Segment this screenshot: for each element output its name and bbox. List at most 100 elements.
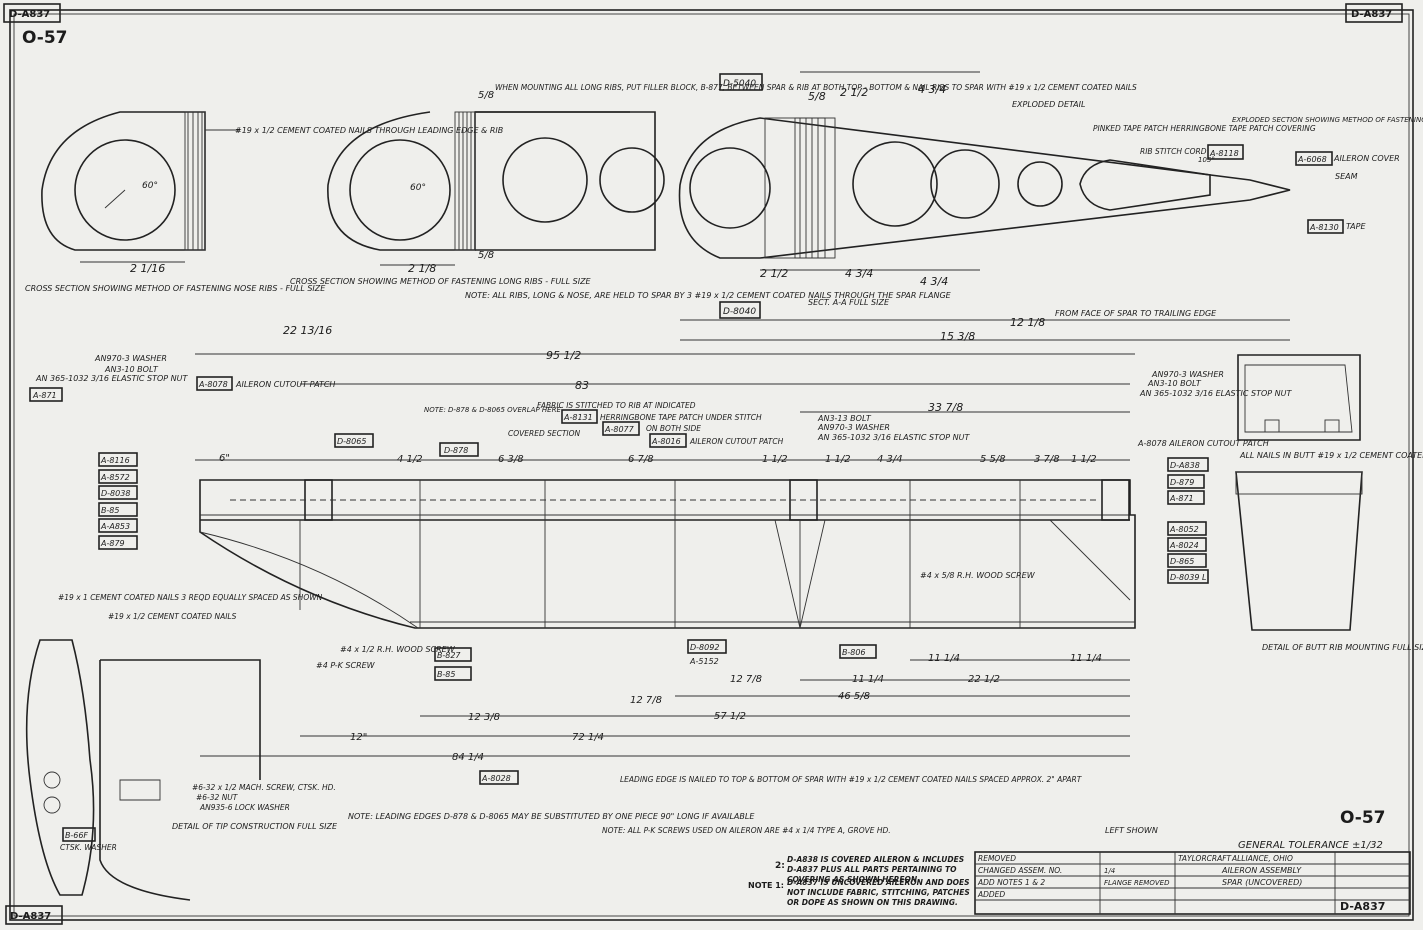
part-tag-a8118: A-8118 <box>1209 149 1239 158</box>
callout-an3-r: AN3-10 BOLT <box>1147 379 1202 388</box>
dim-label: 11 1/4 <box>1070 653 1102 664</box>
rev-1: REMOVED <box>978 854 1016 863</box>
pinked-tape-label: PINKED TAPE PATCH HERRINGBONE TAPE PATCH… <box>1093 124 1316 133</box>
part-tag-a871: A-871 <box>32 391 57 400</box>
part-tag-b806: B-806 <box>842 648 866 657</box>
part-tag-b85-b: B-85 <box>437 670 455 679</box>
dim-label: 2 1/16 <box>130 262 165 275</box>
section-aa: D-5040 D-8040 5/8 2 1/2 4 3/4 2 1/2 4 3/… <box>678 71 1423 343</box>
dim-label: 1 1/2 <box>1071 454 1097 465</box>
dim-label: 4 3/4 <box>920 275 948 288</box>
dim-label: 84 1/4 <box>452 752 484 763</box>
pk-screw-note: #4 P-K SCREW <box>316 661 376 670</box>
dim-label: 2 1/8 <box>408 262 436 275</box>
corner-stamp-topleft <box>3 3 61 23</box>
part-tag-d8065: D-8065 <box>337 437 366 446</box>
leading-edge-note: NOTE: LEADING EDGES D-878 & D-8065 MAY B… <box>348 812 755 821</box>
callout-an365-b: AN 365-1032 3/16 ELASTIC STOP NUT <box>817 433 970 442</box>
dim-label: 11 1/4 <box>852 674 884 685</box>
overlap-note: NOTE: D-878 & D-8065 OVERLAP HERE <box>424 406 561 414</box>
part-tag-d-a838: D-A838 <box>1170 461 1200 470</box>
drawing-number-topright: D-A837 <box>1351 9 1392 20</box>
part-tag-a8078: A-8078 <box>198 380 228 389</box>
dim-label: 12 7/8 <box>730 674 762 685</box>
note2-text: D-A838 IS COVERED AILERON & INCLUDES D-A… <box>787 855 965 884</box>
title-line-2: SPAR (UNCOVERED) <box>1222 878 1302 887</box>
covered-section-label: COVERED SECTION <box>508 429 581 438</box>
aileron-cutout-label-2: AILERON CUTOUT PATCH <box>689 437 784 446</box>
leading-edge-nail-note: LEADING EDGE IS NAILED TO TOP & BOTTOM O… <box>620 775 1083 784</box>
rev-3: ADD NOTES 1 & 2 <box>977 878 1045 887</box>
rev-4: ADDED <box>977 890 1005 899</box>
dim-label: 72 1/4 <box>572 732 604 743</box>
note1-label: NOTE 1: <box>748 881 784 890</box>
callout-an970-r: AN970-3 WASHER <box>1151 370 1224 379</box>
callout-an970: AN970-3 WASHER <box>94 354 167 363</box>
part-tag-a8052: A-8052 <box>1169 525 1199 534</box>
tip-detail-title: DETAIL OF TIP CONSTRUCTION FULL SIZE <box>172 822 338 831</box>
dim-label: 5/8 <box>808 90 826 103</box>
exploded-detail-label: EXPLODED DETAIL <box>1012 100 1085 109</box>
title-line-1: AILERON ASSEMBLY <box>1221 866 1302 875</box>
butt-rib-detail: ALL NAILS IN BUTT #19 x 1/2 CEMENT COATE… <box>1235 354 1423 652</box>
scale-label: 1/4 <box>1104 867 1115 875</box>
left-shown-label: LEFT SHOWN <box>1105 826 1158 835</box>
dim-label: 12 1/8 <box>1010 316 1045 329</box>
callout-an3-13: AN3-13 BOLT <box>817 414 872 423</box>
rev-5: FLANGE REMOVED <box>1104 879 1170 887</box>
outer-border <box>9 9 1414 921</box>
seam-label: SEAM <box>1335 172 1358 181</box>
dim-label: 5/8 <box>478 250 494 261</box>
exploded-section-note: EXPLODED SECTION SHOWING METHOD OF FASTE… <box>1232 116 1423 124</box>
dim-label: 57 1/2 <box>714 711 746 722</box>
dim-label: 12" <box>350 732 367 743</box>
corner-stamp-bottomleft <box>5 905 63 925</box>
dim-label: 12 7/8 <box>630 695 662 706</box>
dim-label: 22 1/2 <box>968 674 1000 685</box>
part-tag-a879: A-879 <box>100 539 125 548</box>
tip-construction-detail: B-66F CTSK. WASHER #19 x 1 CEMENT COATED… <box>25 593 338 901</box>
title-block: REMOVED CHANGED ASSEM. NO. ADD NOTES 1 &… <box>974 851 1411 915</box>
part-tag-d865: D-865 <box>1170 557 1194 566</box>
sheet-code-topleft: O-57 <box>22 28 67 48</box>
part-tag-d878: D-878 <box>444 446 468 455</box>
dim-label: 33 7/8 <box>928 401 963 414</box>
part-tag-a6068: A-6068 <box>1297 155 1327 164</box>
pk-screw-global-note: NOTE: ALL P-K SCREWS USED ON AILERON ARE… <box>602 826 891 835</box>
butt-nails-note: ALL NAILS IN BUTT #19 x 1/2 CEMENT COATE… <box>1239 451 1423 460</box>
dim-label: 11 1/4 <box>928 653 960 664</box>
both-side-note: ON BOTH SIDE <box>646 424 701 433</box>
long-rib-caption: CROSS SECTION SHOWING METHOD OF FASTENIN… <box>290 277 592 286</box>
ribs-note: NOTE: ALL RIBS, LONG & NOSE, ARE HELD TO… <box>465 291 952 300</box>
part-tag-b66f: B-66F <box>65 831 88 840</box>
part-tag-d8039l: D-8039 L <box>1170 573 1206 582</box>
face-of-spar-note: FROM FACE OF SPAR TO TRAILING EDGE <box>1055 309 1217 318</box>
dim-label: 4 3/4 <box>845 267 873 280</box>
part-tag-a8028: A-8028 <box>481 774 511 783</box>
dim-label: 2 1/2 <box>760 267 788 280</box>
dim-label: 6 3/8 <box>498 454 524 465</box>
dim-label: 3 7/8 <box>1034 454 1060 465</box>
rh-wood-screw-note: #4 x 1/2 R.H. WOOD SCREW <box>340 645 456 654</box>
note1-text: D-A837 IS UNCOVERED AILERON AND DOES NOT… <box>787 878 970 907</box>
tip-note-5: AN935-6 LOCK WASHER <box>199 803 290 812</box>
dim-label: 12 3/8 <box>468 712 500 723</box>
dim-label: 4 3/4 <box>877 454 903 465</box>
nose-rib-caption: CROSS SECTION SHOWING METHOD OF FASTENIN… <box>25 284 326 293</box>
aileron-cutout-label: AILERON CUTOUT PATCH <box>235 380 335 389</box>
notes-block: 2: D-A838 IS COVERED AILERON & INCLUDES … <box>748 855 970 907</box>
dim-label: 5 5/8 <box>980 454 1006 465</box>
dim-label: 6 7/8 <box>628 454 654 465</box>
sheet-number: D-A837 <box>1340 900 1385 913</box>
callout-an3-10: AN3-10 BOLT <box>104 365 159 374</box>
aileron-cover-label: AILERON COVER <box>1333 154 1400 163</box>
dim-label: 2 1/2 <box>840 86 868 99</box>
part-tag-d8040: D-8040 <box>723 307 756 317</box>
angle-label: 60° <box>142 181 158 191</box>
corner-stamp-topright <box>1345 3 1403 23</box>
tip-note-3: #6-32 x 1/2 MACH. SCREW, CTSK. HD. <box>192 783 336 792</box>
part-tag-b85: B-85 <box>101 506 119 515</box>
part-tag-d5040: D-5040 <box>723 79 756 89</box>
rib-stitch-label: RIB STITCH CORD <box>1140 147 1207 156</box>
